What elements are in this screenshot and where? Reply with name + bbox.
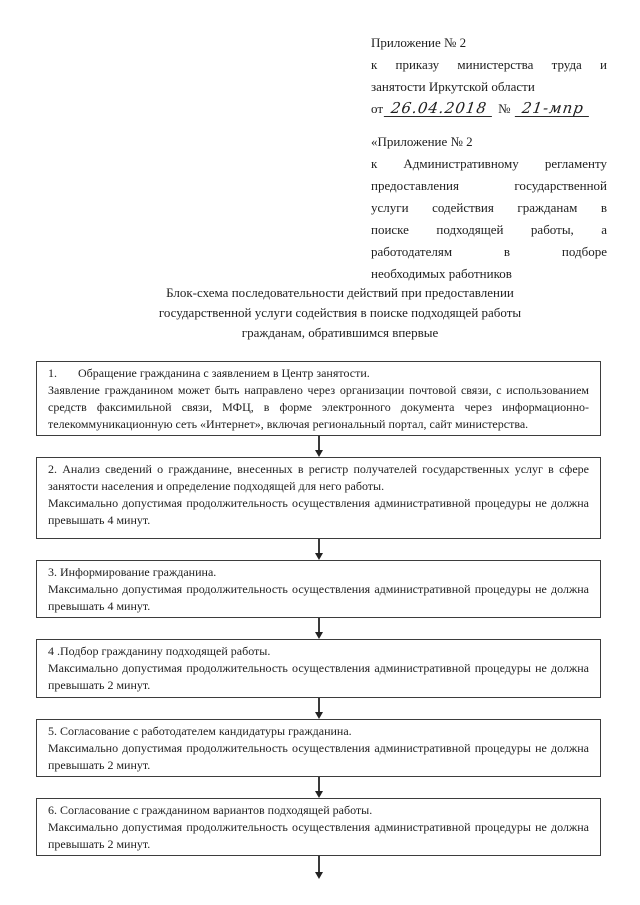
flow-box-5: 5. Согласование с работодателем кандидат… — [36, 719, 601, 777]
order-reference-line-2: занятости Иркутской области — [371, 79, 535, 94]
flow-arrow-down-2 — [36, 539, 601, 560]
flow-box-6-body: Максимально допустимая продолжительность… — [48, 820, 589, 851]
handwritten-date: 26.04.2018 — [383, 99, 495, 117]
flow-arrow-down-6 — [36, 856, 601, 879]
flow-arrow-down-4 — [36, 698, 601, 719]
flow-box-1-heading: 1. Обращение гражданина с заявлением в Ц… — [48, 366, 370, 380]
title-line-1: Блок-схема последовательности действий п… — [166, 285, 514, 300]
arrow-stem — [317, 698, 320, 712]
flow-box-4-heading: 4 .Подбор гражданину подходящей работы. — [48, 644, 271, 658]
regulation-reference-line-4: поиске подходящей работы, а — [371, 222, 607, 237]
regulation-reference-line-2: предоставления государственной — [371, 178, 607, 193]
flow-box-4-body: Максимально допустимая продолжительность… — [48, 661, 589, 692]
arrow-head-icon — [314, 632, 323, 639]
header-block: Приложение № 2 к приказу министерства тр… — [371, 32, 607, 285]
arrow-stem — [317, 618, 320, 632]
flow-box-3: 3. Информирование гражданина. Максимальн… — [36, 560, 601, 618]
title-line-2: государственной услуги содействия в поис… — [158, 305, 522, 320]
flow-box-1: 1. Обращение гражданина с заявлением в Ц… — [36, 361, 601, 436]
arrow-head-icon — [314, 872, 323, 879]
flow-box-3-heading: 3. Информирование гражданина. — [48, 565, 217, 579]
arrow-stem — [317, 856, 320, 872]
date-label: от — [371, 101, 384, 116]
order-reference-line-1: к приказу министерства труда и — [371, 57, 607, 72]
quoted-appendix-line: «Приложение № 2 — [371, 134, 473, 149]
arrow-head-icon — [314, 553, 323, 560]
flow-box-3-body: Максимально допустимая продолжительность… — [48, 582, 589, 613]
regulation-reference-line-6: необходимых работников — [371, 266, 512, 281]
flow-box-5-body: Максимально допустимая продолжительность… — [48, 741, 589, 772]
arrow-head-icon — [314, 712, 323, 719]
flow-box-2-heading: 2. Анализ сведений о гражданине, внесенн… — [48, 462, 589, 493]
arrow-stem — [317, 777, 320, 791]
flowchart: 1. Обращение гражданина с заявлением в Ц… — [36, 361, 601, 879]
title-line-3: гражданам, обратившимся впервые — [241, 325, 439, 340]
regulation-reference-line-5: работодателям в подборе — [371, 244, 607, 259]
document-title: Блок-схема последовательности действий п… — [40, 283, 640, 343]
flow-box-2-body: Максимально допустимая продолжительность… — [48, 496, 589, 527]
flow-box-4: 4 .Подбор гражданину подходящей работы. … — [36, 639, 601, 698]
number-label: № — [498, 101, 511, 116]
flow-box-5-heading: 5. Согласование с работодателем кандидат… — [48, 724, 352, 738]
flow-box-6: 6. Согласование с гражданином вариантов … — [36, 798, 601, 856]
flow-box-2: 2. Анализ сведений о гражданине, внесенн… — [36, 457, 601, 539]
appendix-number-line: Приложение № 2 — [371, 35, 467, 50]
regulation-reference-line-3: услуги содействия гражданам в — [371, 200, 607, 215]
handwritten-order-number: 21-мпр — [514, 99, 591, 117]
arrow-head-icon — [314, 791, 323, 798]
flow-arrow-down-3 — [36, 618, 601, 639]
regulation-reference-line-1: к Административному регламенту — [371, 156, 607, 171]
flow-box-6-heading: 6. Согласование с гражданином вариантов … — [48, 803, 373, 817]
arrow-stem — [317, 436, 320, 450]
arrow-stem — [317, 539, 320, 553]
arrow-head-icon — [314, 450, 323, 457]
flow-box-1-body: Заявление гражданином может быть направл… — [48, 383, 589, 431]
flow-arrow-down-5 — [36, 777, 601, 798]
flow-arrow-down-1 — [36, 436, 601, 457]
